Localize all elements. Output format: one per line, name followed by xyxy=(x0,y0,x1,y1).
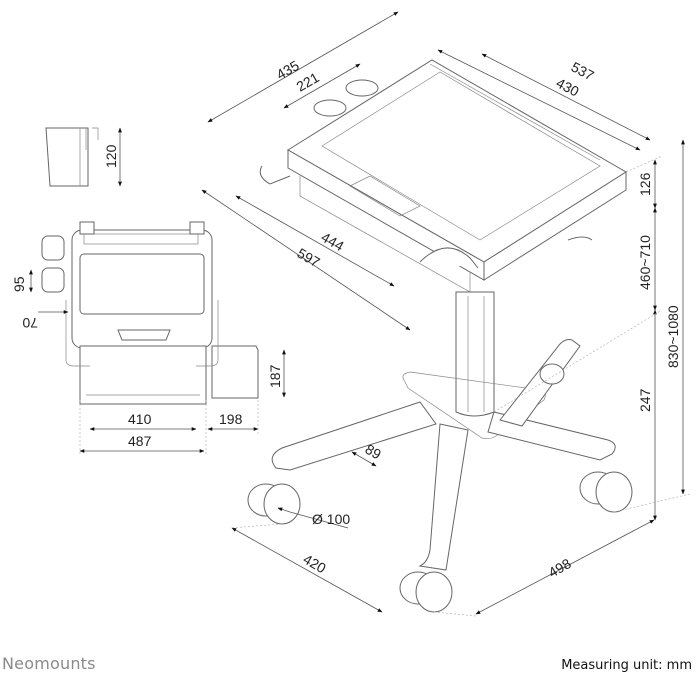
cart-isometric-view xyxy=(247,59,633,613)
dim-side-offset: 70 xyxy=(22,315,38,331)
dim-front-width: 487 xyxy=(128,433,152,449)
dim-top-thickness: 126 xyxy=(637,172,653,196)
dim-height-range: 460~710 xyxy=(637,235,653,290)
dim-base-side: 498 xyxy=(546,555,574,581)
dim-leg-width: 89 xyxy=(363,441,385,463)
caster xyxy=(539,363,565,385)
dim-caster-diameter: Ø 100 xyxy=(312,511,350,527)
dim-tray-depth: 430 xyxy=(554,75,582,100)
dim-drawer-depth: 187 xyxy=(267,364,283,388)
dim-overall-width: 597 xyxy=(295,245,323,271)
dim-keyboard-width: 444 xyxy=(319,229,347,255)
brand-logo: Neomounts xyxy=(2,654,96,673)
dim-base-height: 247 xyxy=(637,388,653,412)
caster xyxy=(579,471,633,513)
dim-cup-height: 120 xyxy=(103,144,119,168)
cart-front-view xyxy=(41,221,259,405)
caster xyxy=(399,571,453,613)
dim-overall-height: 830~1080 xyxy=(665,305,681,368)
cup-holder-side-view xyxy=(45,127,122,187)
caster xyxy=(247,483,301,525)
dim-cup-pitch: 95 xyxy=(11,276,27,292)
dim-base-front: 420 xyxy=(301,551,329,577)
measuring-unit-note: Measuring unit: mm xyxy=(561,658,692,673)
dim-inner-width: 410 xyxy=(128,411,152,427)
dim-side-tray: 198 xyxy=(219,411,243,427)
